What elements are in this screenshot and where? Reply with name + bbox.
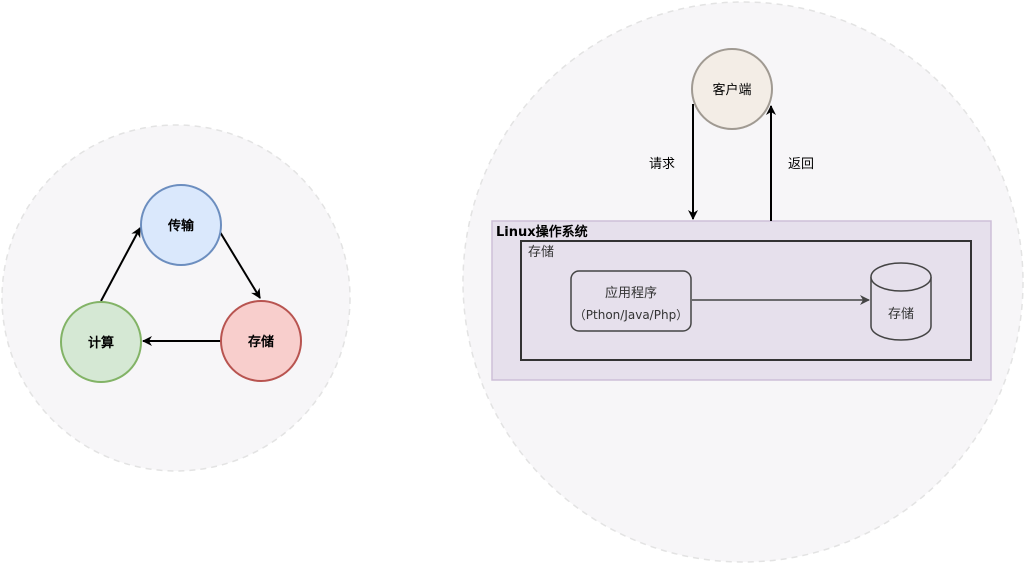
inner-storage-box-title: 存储	[528, 245, 554, 260]
node-compute-circle	[60, 301, 142, 383]
storage-cylinder[interactable]: 存储	[870, 262, 932, 341]
node-storage-circle	[220, 300, 302, 382]
node-compute-label: 计算	[88, 335, 114, 351]
client-node-circle	[691, 48, 773, 130]
right-diagram: Linux操作系统 存储 应用程序 （Pthon/Java/Php） 存储 客户…	[462, 1, 1024, 563]
left-halo	[1, 124, 351, 472]
inner-storage-box[interactable]	[520, 240, 972, 361]
client-node-label: 客户端	[712, 82, 751, 98]
app-box-rect	[570, 270, 692, 332]
node-compute[interactable]: 计算	[60, 301, 142, 383]
app-box[interactable]: 应用程序 （Pthon/Java/Php）	[570, 270, 692, 332]
client-node[interactable]: 客户端	[691, 48, 773, 130]
app-box-line2: （Pthon/Java/Php）	[574, 308, 688, 322]
edge-transfer-to-storage	[219, 231, 261, 299]
edge-request-label: 请求	[649, 157, 675, 172]
edge-return-label: 返回	[788, 157, 814, 172]
node-storage[interactable]: 存储	[220, 300, 302, 382]
app-box-line1: 应用程序	[605, 285, 657, 301]
os-box-title: Linux操作系统	[496, 224, 588, 240]
node-transfer-label: 传输	[167, 218, 195, 234]
storage-cylinder-top	[870, 262, 932, 292]
edge-compute-to-transfer	[100, 227, 141, 302]
left-diagram: 传输 存储 计算	[1, 124, 351, 472]
node-transfer[interactable]: 传输	[140, 184, 222, 266]
storage-cylinder-label: 存储	[888, 307, 914, 322]
node-storage-label: 存储	[248, 334, 274, 350]
storage-cylinder-body	[870, 277, 932, 341]
node-transfer-circle	[140, 184, 222, 266]
